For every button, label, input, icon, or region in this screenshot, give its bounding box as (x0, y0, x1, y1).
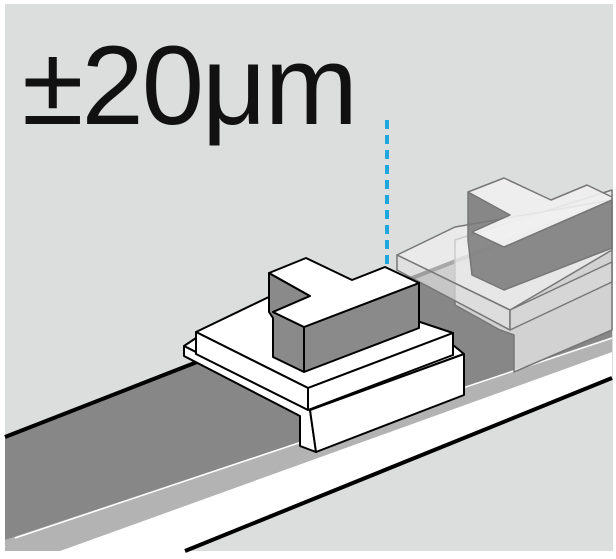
ghost-carriage (396, 177, 613, 373)
tolerance-label: ±20μm (22, 23, 358, 148)
ghost-block-top (467, 177, 613, 248)
lower-plate-right-face (309, 353, 465, 453)
upper-plate-right-face (307, 332, 454, 411)
t-block-top (268, 257, 420, 328)
rail-bottom-edge (184, 376, 613, 553)
main-carriage (183, 257, 465, 453)
ghost-upper-plate-right (509, 261, 613, 331)
